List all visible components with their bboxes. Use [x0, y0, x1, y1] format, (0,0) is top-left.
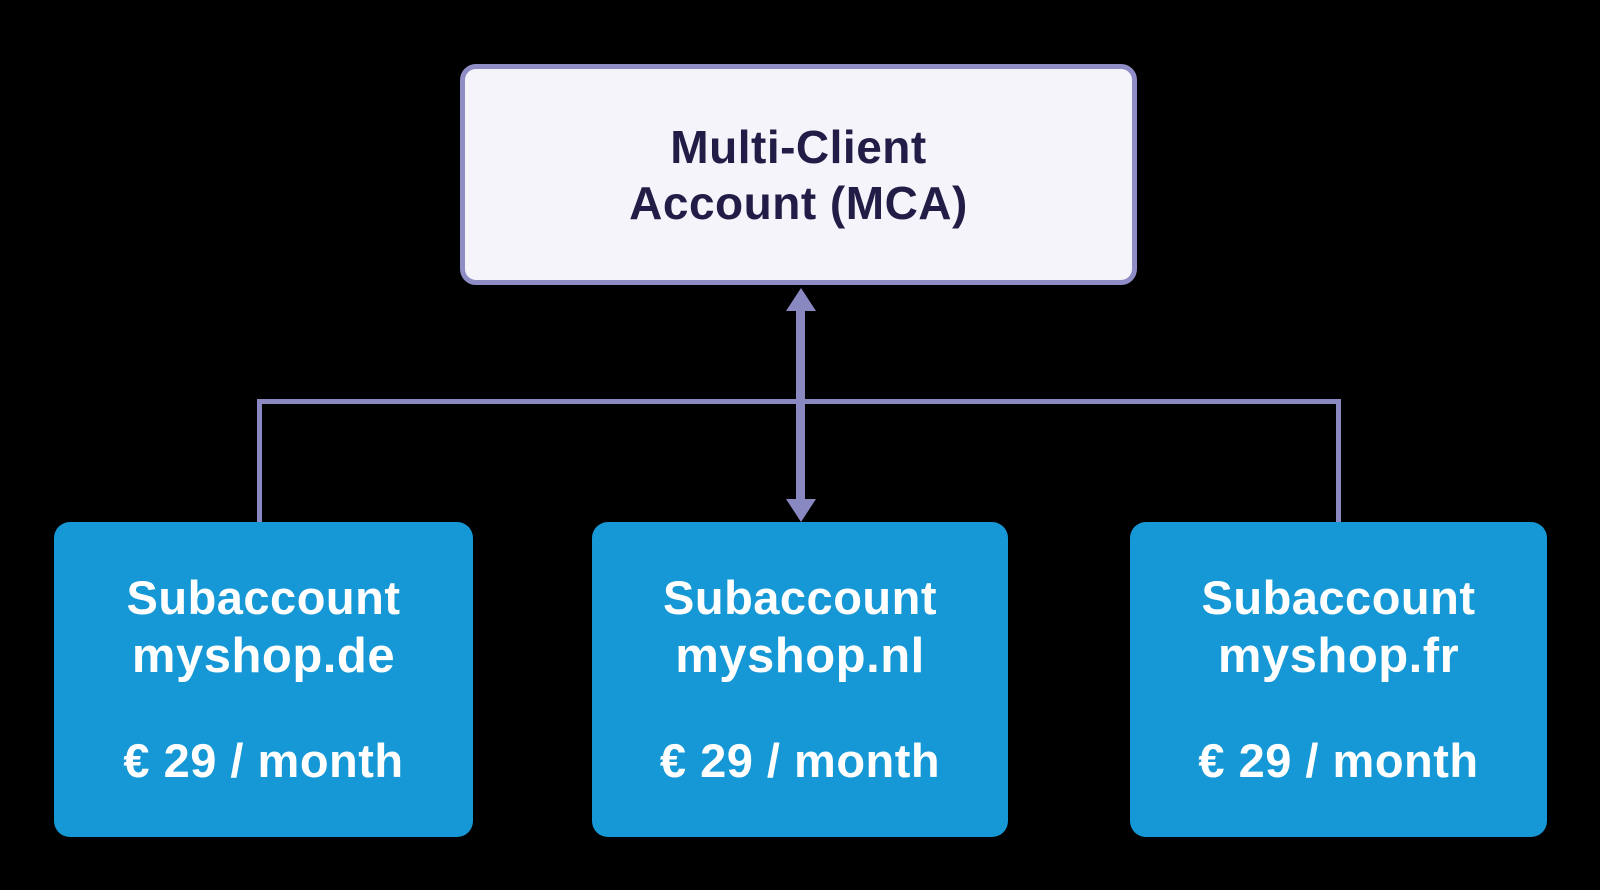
subaccount-price: € 29 / month	[659, 734, 941, 787]
subaccount-domain: myshop.de	[131, 629, 396, 683]
mca-title-line2: Account (MCA)	[629, 176, 968, 229]
mca-title-line1: Multi-Client	[670, 120, 927, 173]
subaccount-card-myshop-de: Subaccount myshop.de € 29 / month	[54, 522, 473, 837]
mca-node: Multi-Client Account (MCA)	[460, 64, 1137, 285]
arrowhead-up-icon	[786, 288, 816, 311]
subaccount-domain: myshop.nl	[675, 629, 925, 683]
mca-node-title: Multi-Client Account (MCA)	[629, 119, 968, 231]
subaccount-label: Subaccount	[126, 571, 401, 624]
subaccount-price: € 29 / month	[1198, 734, 1479, 787]
subaccount-label: Subaccount	[1201, 571, 1476, 624]
subaccount-domain: myshop.fr	[1217, 629, 1460, 683]
connector-right-drop-line	[1336, 399, 1341, 522]
bidirectional-arrow-shaft	[796, 306, 805, 502]
subaccount-card-myshop-fr: Subaccount myshop.fr € 29 / month	[1130, 522, 1547, 837]
subaccount-card-myshop-nl: Subaccount myshop.nl € 29 / month	[592, 522, 1008, 837]
subaccount-label: Subaccount	[663, 571, 937, 624]
arrowhead-down-icon	[786, 499, 816, 522]
connector-left-drop-line	[257, 399, 262, 522]
subaccount-price: € 29 / month	[123, 734, 404, 787]
